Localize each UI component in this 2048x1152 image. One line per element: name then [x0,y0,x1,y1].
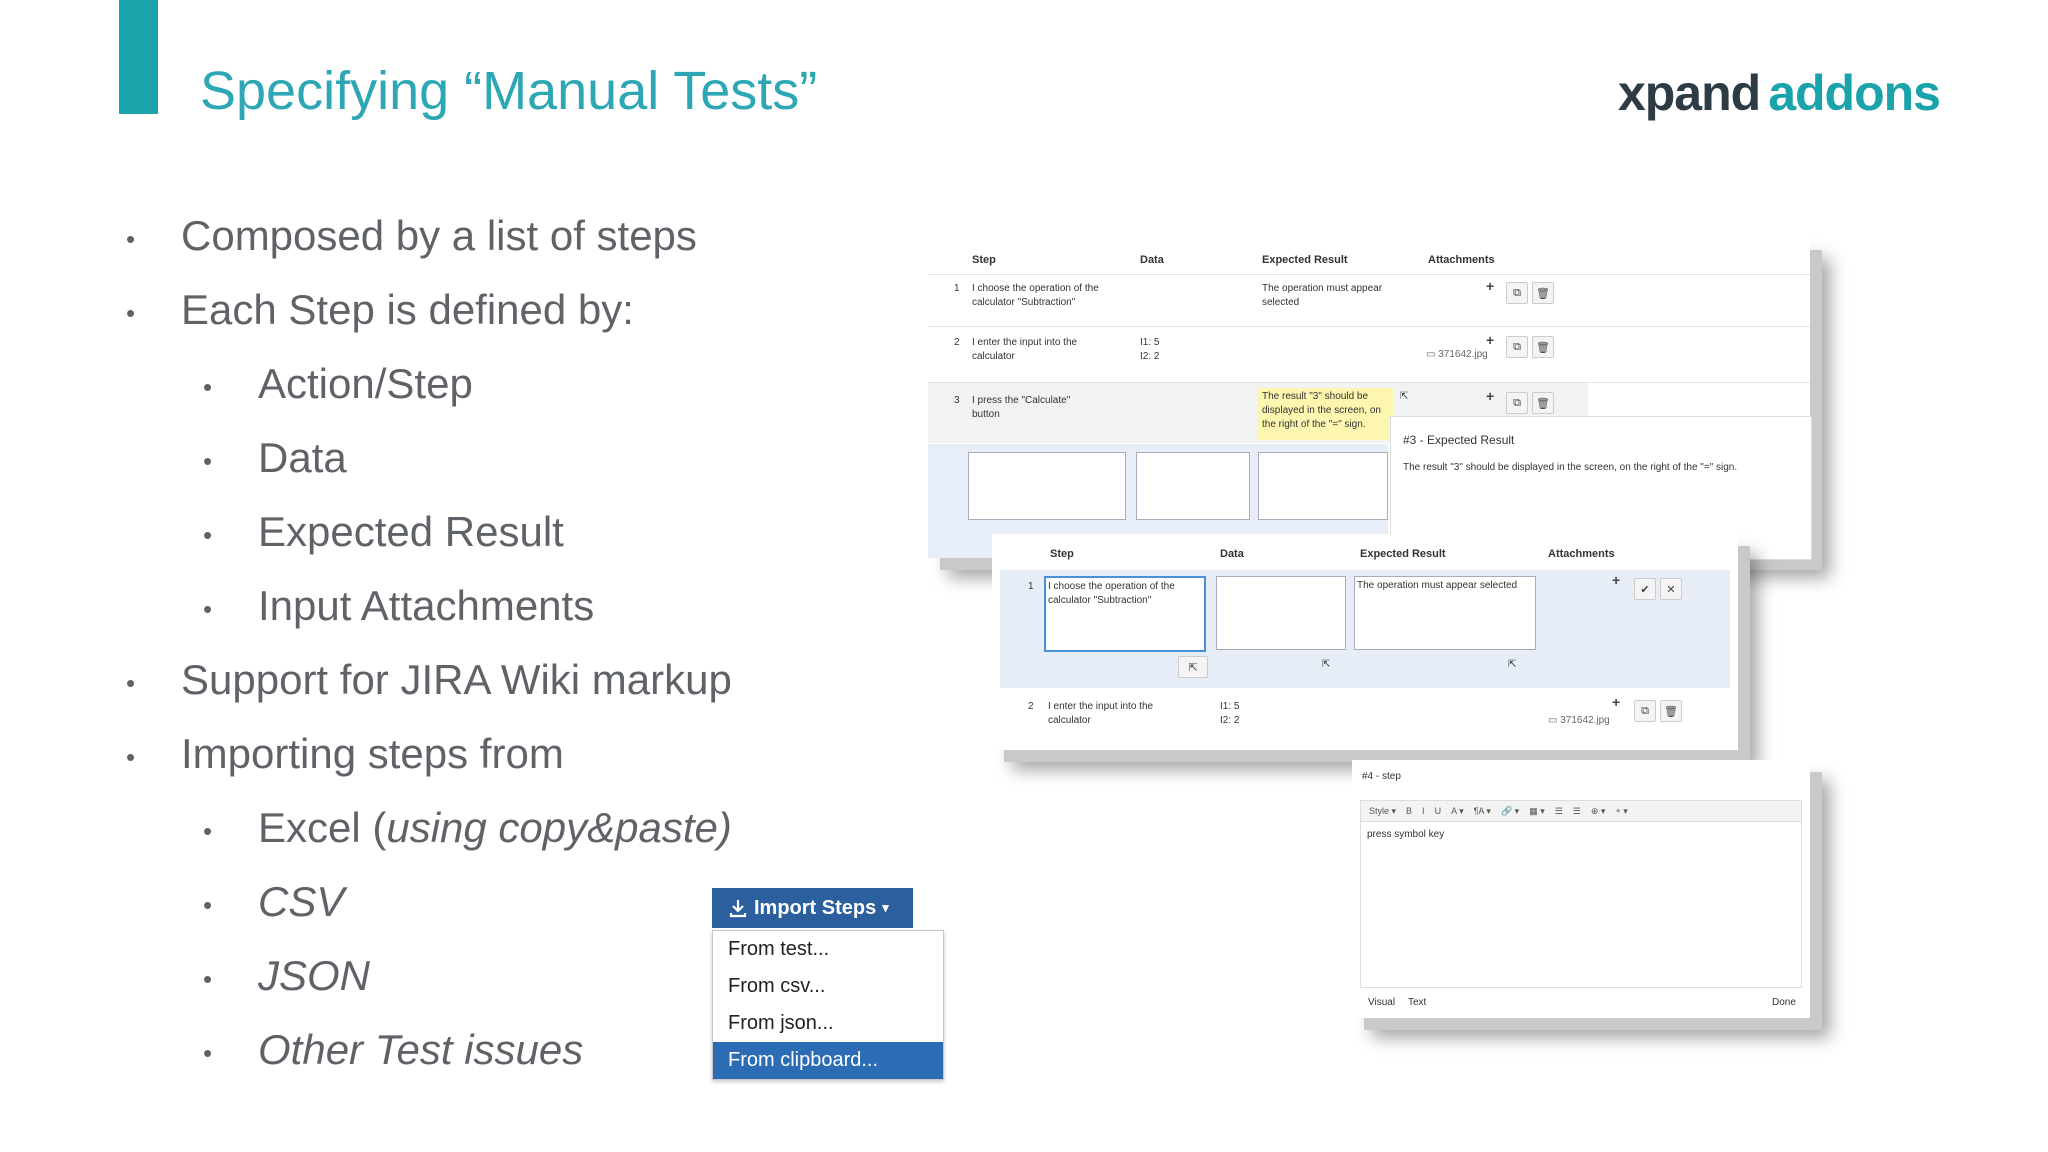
import-steps-menu: From test... From csv... From json... Fr… [712,930,944,1080]
add-attachment-icon[interactable]: + [1612,572,1621,588]
column-header-attachments: Attachments [1428,254,1495,266]
popout-icon[interactable]: ⇱ [1508,659,1517,670]
bullet-item: •CSV [203,878,345,925]
row-divider [928,382,1810,383]
add-attachment-icon[interactable]: + [1486,388,1495,404]
step-number: 1 [1028,581,1034,592]
close-icon[interactable]: ✕ [1660,578,1682,600]
editor-content-area[interactable]: press symbol key [1360,822,1802,988]
bullet-item: •Support for JIRA Wiki markup [126,656,732,703]
title-accent-bar [119,0,158,114]
slide-title: Specifying “Manual Tests” [200,61,818,121]
bullet-item: •Data [203,434,347,481]
menu-item-from-clipboard[interactable]: From clipboard... [713,1042,943,1079]
bullet-item: •Each Step is defined by: [126,286,634,333]
menu-item-from-csv[interactable]: From csv... [728,975,826,997]
tooltip-text: The result "3" should be displayed in th… [1403,462,1738,473]
bullet-item: •Other Test issues [203,1026,584,1073]
column-header-attachments: Attachments [1548,548,1615,560]
underline-icon[interactable]: U [1434,806,1442,816]
bullet-item: •Input Attachments [203,582,595,629]
wiki-editor-panel: #4 - step Style ▾ B I U A ▾ ¶A ▾ 🔗 ▾ ▦ ▾… [1352,760,1810,1018]
trash-icon[interactable]: 🗑 [1532,392,1554,414]
trash-icon[interactable]: 🗑 [1532,336,1554,358]
editor-toolbar: Style ▾ B I U A ▾ ¶A ▾ 🔗 ▾ ▦ ▾ ☰ ☰ ⊕ ▾ +… [1360,800,1802,822]
import-steps-button[interactable]: Import Steps ▾ [712,888,913,928]
add-attachment-icon[interactable]: + [1612,694,1621,710]
menu-item-from-test[interactable]: From test... [728,938,830,960]
tab-text[interactable]: Text [1408,997,1427,1008]
column-header-data: Data [1140,254,1164,266]
step-action[interactable]: I press the "Calculate" button [972,395,1071,420]
new-step-expected-input[interactable] [1258,452,1388,520]
tooltip-title: #3 - Expected Result [1403,433,1515,447]
clone-icon[interactable]: ⧉ [1506,282,1528,304]
test-steps-panel: Step Data Expected Result Attachments 1 … [928,238,1812,560]
editor-title: #4 - step [1362,771,1401,782]
add-attachment-icon[interactable]: + [1486,332,1495,348]
attachment-file[interactable]: ▭ 371642.jpg [1426,349,1488,360]
numbered-list-icon[interactable]: ☰ [1572,805,1581,816]
download-icon [729,900,747,918]
row-divider [928,326,1810,327]
clone-icon[interactable]: ⧉ [1506,336,1528,358]
logo-part-2: addons [1768,65,1941,121]
clone-icon[interactable]: ⧉ [1634,700,1656,722]
step-expected-textarea[interactable]: The operation must appear selected [1354,576,1536,650]
step-number: 2 [954,337,960,348]
tab-visual[interactable]: Visual [1368,997,1396,1008]
popout-icon[interactable]: ⇱ [1400,391,1409,402]
table-icon[interactable]: ▦ ▾ [1529,805,1545,816]
step-number: 2 [1028,701,1034,712]
popout-icon[interactable]: ⇱ [1322,659,1331,670]
menu-item-from-json[interactable]: From json... [728,1012,834,1034]
check-icon[interactable]: ✔ [1634,578,1656,600]
step-data[interactable]: I1: 5 I2: 2 [1220,701,1240,726]
link-icon[interactable]: 🔗 ▾ [1500,805,1520,816]
bullet-item: •Excel (using copy&paste) [203,804,732,851]
bullet-item: •Importing steps from [126,730,564,777]
caret-down-icon: ▾ [882,900,889,915]
edit-step-panel: Step Data Expected Result Attachments 1 … [992,534,1738,750]
step-action[interactable]: I enter the input into the calculator [972,337,1078,362]
step-action[interactable]: I choose the operation of the calculator… [972,283,1099,308]
clone-icon[interactable]: ⧉ [1506,392,1528,414]
insert-icon[interactable]: + ▾ [1615,805,1628,816]
format-icon[interactable]: ¶A ▾ [1473,805,1491,816]
column-header-data: Data [1220,548,1244,560]
step-action[interactable]: I enter the input into the calculator [1048,701,1154,726]
logo-part-1: xpand [1617,65,1761,121]
bullet-item: •Composed by a list of steps [126,212,697,259]
emoticon-icon[interactable]: ⊕ ▾ [1590,805,1606,816]
column-header-step: Step [972,254,996,266]
add-attachment-icon[interactable]: + [1486,278,1495,294]
bullet-item: •JSON [203,952,371,999]
step-number: 3 [954,395,960,406]
bullet-item: •Expected Result [203,508,564,555]
step-number: 1 [954,283,960,294]
step-expected-result[interactable]: The operation must appear selected [1262,283,1383,308]
done-button[interactable]: Done [1772,997,1796,1008]
column-header-expected: Expected Result [1262,254,1348,266]
new-step-action-input[interactable] [968,452,1126,520]
trash-icon[interactable]: 🗑 [1660,700,1682,722]
step-action-textarea[interactable]: I choose the operation of the calculator… [1044,576,1206,652]
column-header-expected: Expected Result [1360,548,1446,560]
column-header-step: Step [1050,548,1074,560]
step-data[interactable]: I1: 5 I2: 2 [1140,337,1160,362]
italic-icon[interactable]: I [1422,806,1425,816]
step-data-textarea[interactable] [1216,576,1346,650]
trash-icon[interactable]: 🗑 [1532,282,1554,304]
step-expected-result-editing[interactable]: The result "3" should be displayed in th… [1258,388,1394,440]
bold-icon[interactable]: B [1406,806,1413,816]
bullet-item: •Action/Step [203,360,473,407]
popout-icon[interactable]: ⇱ [1178,656,1208,678]
row-divider [928,274,1810,275]
attachment-file[interactable]: ▭ 371642.jpg [1548,715,1610,726]
new-step-data-input[interactable] [1136,452,1250,520]
text-color-icon[interactable]: A ▾ [1451,805,1464,816]
bullet-list-icon[interactable]: ☰ [1554,805,1563,816]
style-dropdown[interactable]: Style ▾ [1369,805,1397,816]
